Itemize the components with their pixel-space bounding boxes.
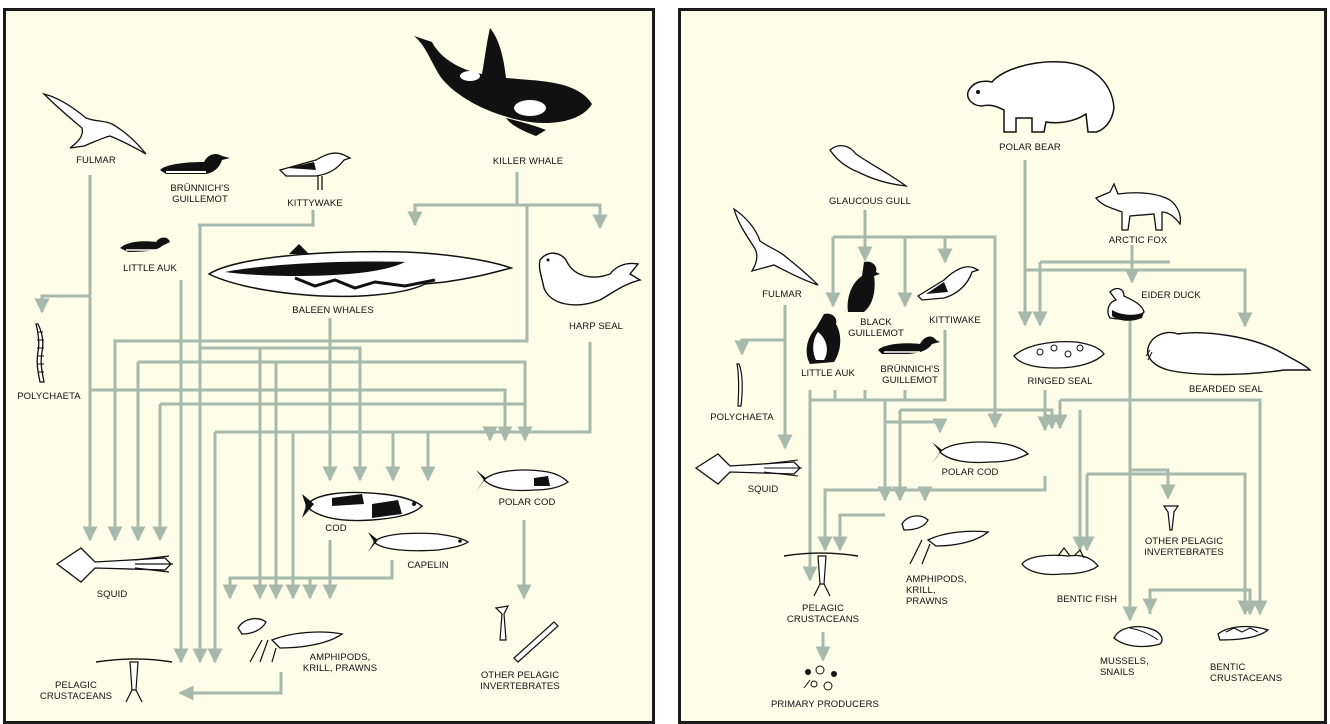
label-polychaeta-right: POLYCHAETA <box>704 412 780 423</box>
mussels-snails-icon <box>1110 618 1166 650</box>
capelin-icon <box>368 528 476 556</box>
fulmar-icon <box>40 88 150 158</box>
kittywake-icon <box>276 146 352 192</box>
label-polar-bear: POLAR BEAR <box>990 142 1070 153</box>
other-pelagic-invertebrates-icon <box>1160 502 1182 534</box>
label-mussels-snails: MUSSELS, SNAILS <box>1100 656 1176 678</box>
bentic-fish-icon <box>1018 546 1102 582</box>
label-little-auk: LITTLE AUK <box>115 263 185 274</box>
label-brunnichs-guillemot-right: BRÜNNICH'S GUILLEMOT <box>868 364 952 386</box>
harp-seal-icon <box>534 244 644 314</box>
amphipods-icon <box>898 510 990 566</box>
glaucous-gull-icon <box>826 140 910 192</box>
polychaeta-icon <box>734 362 748 408</box>
pelagic-crustaceans-icon <box>782 550 860 598</box>
label-capelin: CAPELIN <box>398 560 458 571</box>
label-brunnichs-guillemot: BRÜNNICH'S GUILLEMOT <box>160 183 240 205</box>
label-baleen-whales: BALEEN WHALES <box>278 305 388 316</box>
label-polar-cod-right: POLAR COD <box>932 467 1008 478</box>
label-kittywake: KITTYWAKE <box>280 198 350 209</box>
label-glaucous-gull: GLAUCOUS GULL <box>820 196 920 207</box>
label-bentic-crustaceans: BENTIC CRUSTACEANS <box>1210 662 1306 684</box>
squid-icon <box>694 450 804 486</box>
little-auk-icon <box>118 234 172 254</box>
label-pelagic-crustaceans: PELAGIC CRUSTACEANS <box>32 680 120 702</box>
little-auk-icon <box>802 310 846 368</box>
label-other-pelagic-right: OTHER PELAGIC INVERTEBRATES <box>1136 536 1232 558</box>
label-black-guillemot: BLACK GUILLEMOT <box>842 317 910 339</box>
label-amphipods-right: AMPHIPODS, KRILL, PRAWNS <box>906 574 976 607</box>
other-pelagic-invertebrates-icon <box>488 600 562 666</box>
label-polar-cod: POLAR COD <box>488 497 566 508</box>
label-squid-right: SQUID <box>738 484 788 495</box>
label-killer-whale: KILLER WHALE <box>478 156 578 167</box>
bentic-crustaceans-icon <box>1214 618 1274 648</box>
black-guillemot-icon <box>842 258 882 316</box>
label-fulmar: FULMAR <box>66 155 126 166</box>
ringed-seal-icon <box>1010 332 1106 372</box>
label-pelagic-crustaceans-right: PELAGIC CRUSTACEANS <box>774 603 872 625</box>
brunnichs-guillemot-icon <box>156 148 232 178</box>
label-other-pelagic: OTHER PELAGIC INVERTEBRATES <box>468 670 572 692</box>
label-polychaeta: POLYCHAETA <box>12 391 86 402</box>
label-arctic-fox: ARCTIC FOX <box>1098 235 1178 246</box>
eider-duck-icon <box>1102 282 1148 328</box>
label-harp-seal: HARP SEAL <box>556 321 636 332</box>
label-eider-duck: EIDER DUCK <box>1136 290 1206 301</box>
bearded-seal-icon <box>1144 324 1312 378</box>
label-bentic-fish: BENTIC FISH <box>1046 594 1128 605</box>
fulmar-icon <box>728 205 820 287</box>
label-little-auk-right: LITTLE AUK <box>796 368 860 379</box>
killer-whale-icon <box>410 26 596 142</box>
label-primary-producers: PRIMARY PRODUCERS <box>760 699 890 710</box>
label-amphipods: AMPHIPODS, KRILL, PRAWNS <box>294 652 386 674</box>
kittiwake-icon <box>914 262 980 310</box>
squid-icon <box>55 544 175 586</box>
label-ringed-seal: RINGED SEAL <box>1020 376 1100 387</box>
polar-cod-icon <box>474 462 574 498</box>
label-squid: SQUID <box>92 589 132 600</box>
label-kittiwake: KITTIWAKE <box>922 315 988 326</box>
polar-bear-icon <box>962 52 1122 138</box>
baleen-whales-icon <box>205 238 515 308</box>
polar-cod-icon <box>930 436 1034 466</box>
polychaeta-icon <box>32 322 52 384</box>
label-bearded-seal: BEARDED SEAL <box>1176 384 1276 395</box>
primary-producers-icon <box>800 664 846 694</box>
label-fulmar-right: FULMAR <box>752 289 812 300</box>
label-cod: COD <box>316 523 356 534</box>
arctic-fox-icon <box>1094 180 1186 234</box>
